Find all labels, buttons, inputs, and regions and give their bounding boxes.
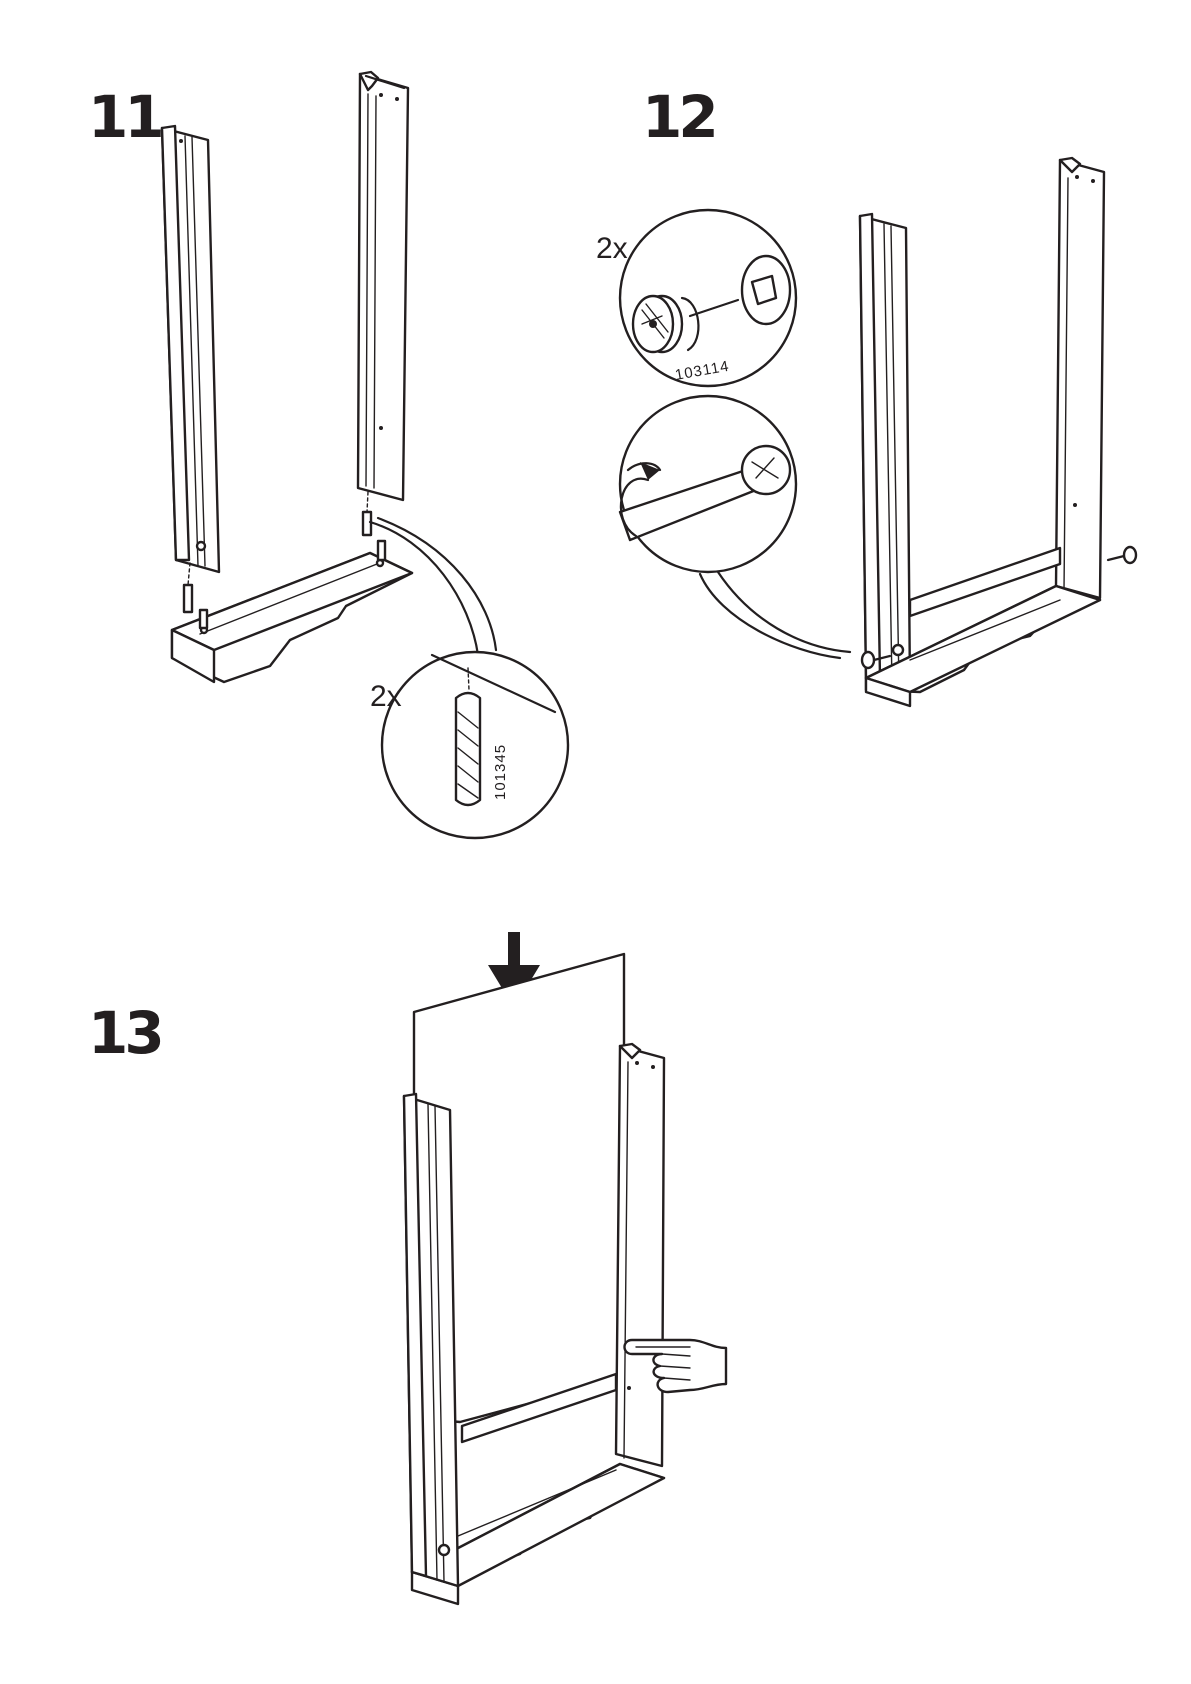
cam-lock-callout: 2x 103114 [596, 210, 796, 386]
step-12: 12 2x 103114 [596, 83, 1136, 706]
frame-assembly [860, 158, 1136, 706]
step-number: 12 [642, 83, 715, 151]
side-panel-left [162, 126, 219, 572]
screwdriver-callout [620, 396, 796, 572]
part-number: 101345 [492, 744, 509, 800]
quantity-label: 2x [370, 680, 402, 713]
side-panel-right [358, 72, 408, 500]
step-11: 11 [88, 72, 568, 838]
step-number: 13 [88, 999, 161, 1067]
dowel [363, 492, 371, 535]
step-number: 11 [88, 83, 161, 151]
wooden-dowel-icon [456, 693, 480, 805]
quantity-label: 2x [596, 232, 628, 265]
dowel-callout: 2x 101345 [370, 652, 568, 838]
step-13: 13 [88, 932, 726, 1604]
dowel [184, 563, 192, 612]
